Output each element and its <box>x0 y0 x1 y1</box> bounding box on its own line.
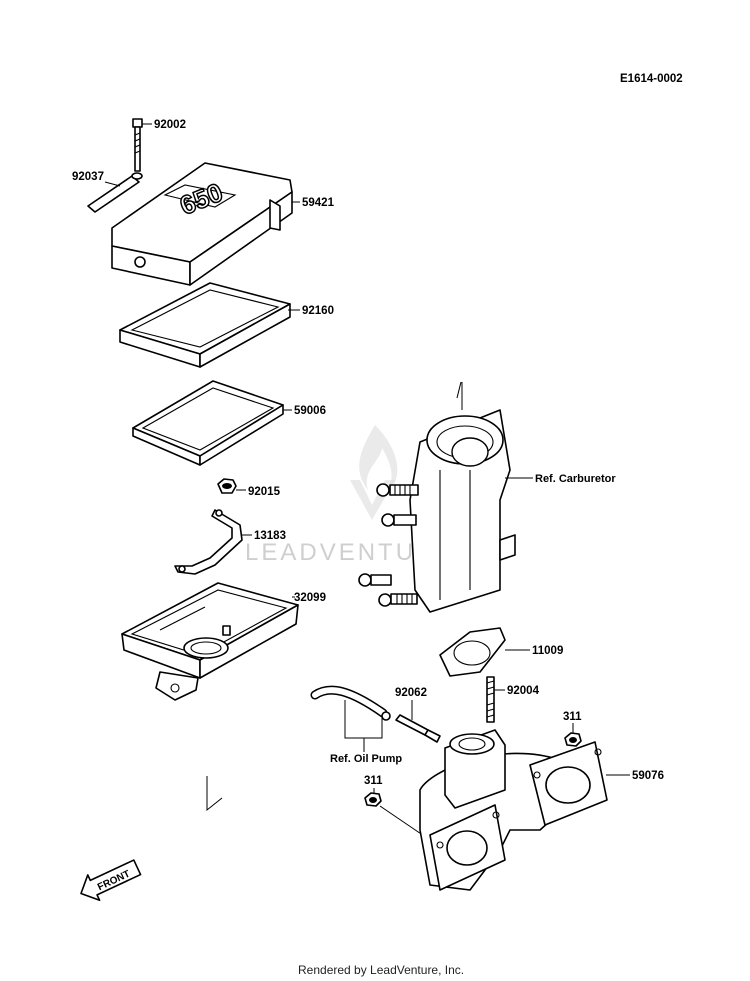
oil-pump-hose <box>310 685 391 752</box>
label-32099: 32099 <box>294 592 326 604</box>
label-92160: 92160 <box>302 305 334 317</box>
label-92002: 92002 <box>154 119 186 131</box>
label-59421: 59421 <box>302 197 335 209</box>
label-92062: 92062 <box>395 687 427 699</box>
stud-92004[interactable] <box>486 676 505 723</box>
carburetor[interactable] <box>358 409 533 613</box>
screw-mid <box>381 513 417 527</box>
label-92037: 92037 <box>72 171 104 183</box>
front-arrow: FRONT <box>80 859 142 902</box>
alignment-mark-top <box>456 381 462 399</box>
cover-59421[interactable]: 650 <box>111 162 300 286</box>
ref-oil-pump: Ref. Oil Pump <box>330 753 402 765</box>
footer-credit: Rendered by LeadVenture, Inc. <box>298 963 464 977</box>
label-59076: 59076 <box>632 770 664 782</box>
nipple-92062[interactable] <box>395 700 441 743</box>
label-92004: 92004 <box>507 685 540 697</box>
gasket-92160[interactable] <box>119 282 300 368</box>
bolt-92002[interactable] <box>132 118 152 172</box>
screw-top <box>376 483 419 497</box>
nut-92015[interactable] <box>217 478 246 494</box>
strip-92037[interactable] <box>87 172 143 213</box>
manifold-59076[interactable] <box>419 729 630 891</box>
label-13183: 13183 <box>254 530 286 542</box>
bracket-13183[interactable] <box>174 509 252 575</box>
gasket-11009[interactable] <box>439 627 530 677</box>
diagram-code: E1614-0002 <box>620 73 683 85</box>
label-92015: 92015 <box>248 486 281 498</box>
label-311-right: 311 <box>563 711 582 723</box>
label-311-left: 311 <box>364 775 383 787</box>
ref-carburetor: Ref. Carburetor <box>535 473 616 485</box>
label-11009: 11009 <box>532 645 563 657</box>
nut-311-right[interactable] <box>564 723 582 747</box>
screw-lower <box>358 573 418 607</box>
filter-59006[interactable] <box>132 380 292 466</box>
label-59006: 59006 <box>294 405 326 417</box>
alignment-mark-bottom <box>206 776 223 812</box>
case-32099[interactable] <box>121 582 299 701</box>
